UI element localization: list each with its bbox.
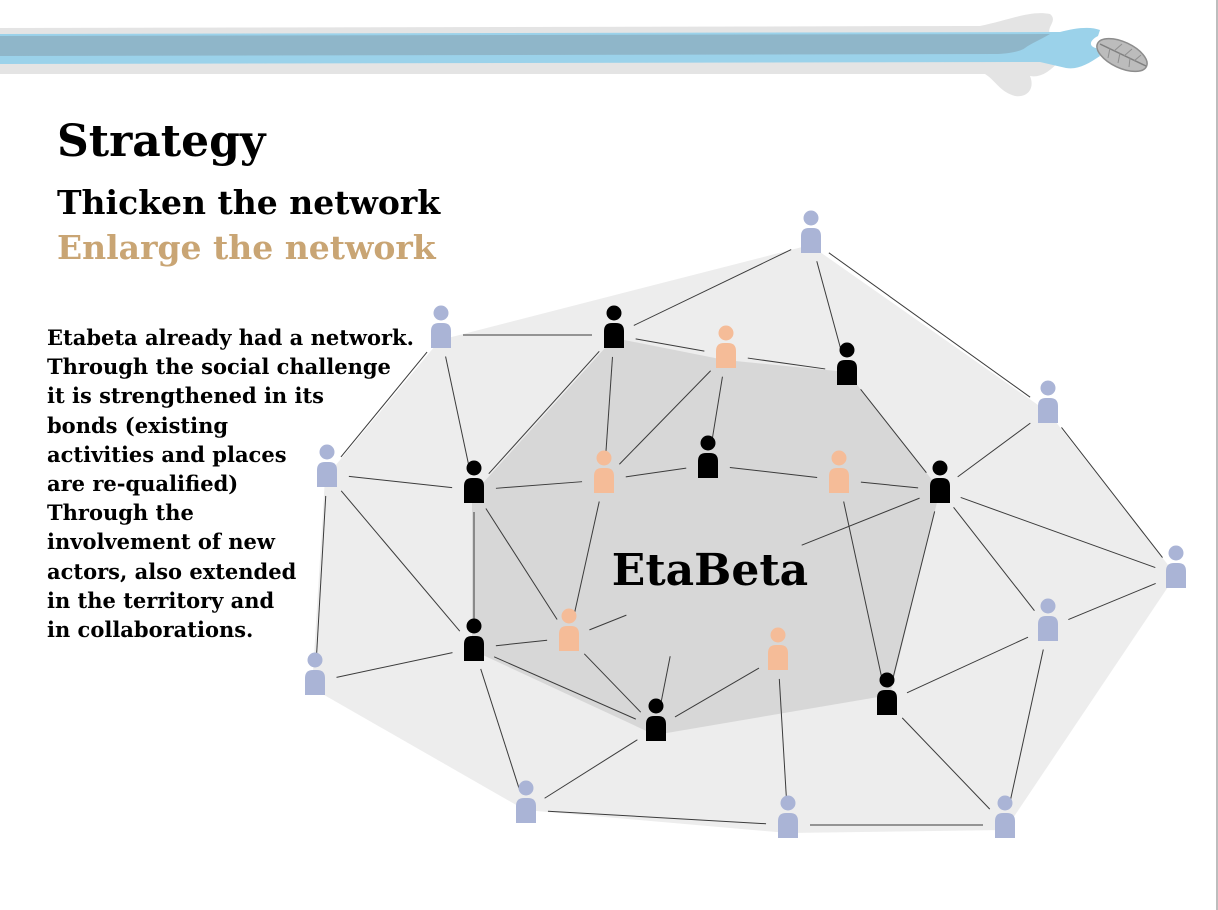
network-link bbox=[348, 475, 453, 489]
body-line: it is strengthened in its bbox=[47, 383, 325, 409]
network-link bbox=[445, 356, 470, 469]
network-link bbox=[729, 467, 818, 478]
network-link bbox=[1009, 649, 1044, 804]
body-line: are re-qualified) bbox=[47, 471, 239, 497]
new-actor-person-icon bbox=[1038, 598, 1058, 641]
network-link bbox=[573, 501, 600, 617]
network-links bbox=[315, 249, 1163, 826]
network-link bbox=[315, 495, 327, 661]
network-link bbox=[957, 422, 1031, 478]
network-link bbox=[495, 481, 583, 489]
banner-stroke-dark bbox=[0, 34, 1050, 56]
existing-actor-person-icon bbox=[837, 342, 857, 385]
existing-actor-person-icon bbox=[930, 460, 950, 503]
requalified-actor-person-icon bbox=[768, 627, 788, 670]
network-link bbox=[960, 496, 1156, 569]
network-link bbox=[659, 656, 671, 707]
subtitle-enlarge: Enlarge the network bbox=[57, 228, 436, 267]
body-paragraph: Etabeta already had a network. Through t… bbox=[47, 323, 427, 644]
existing-actor-person-icon bbox=[464, 460, 484, 503]
existing-actor-person-icon bbox=[698, 435, 718, 478]
body-line: in collaborations. bbox=[47, 617, 254, 643]
header-banner bbox=[0, 13, 1148, 97]
network-link bbox=[633, 249, 792, 326]
body-line: bonds (existing bbox=[47, 412, 229, 438]
network-link bbox=[495, 639, 548, 647]
network-link bbox=[816, 261, 842, 351]
network-link bbox=[747, 357, 826, 370]
network-link bbox=[1061, 427, 1163, 558]
new-actor-person-icon bbox=[305, 652, 325, 695]
network-link bbox=[860, 388, 927, 474]
network-link bbox=[674, 667, 760, 718]
body-line: in the territory and bbox=[47, 587, 275, 613]
network-link bbox=[625, 467, 687, 478]
requalified-actor-person-icon bbox=[559, 608, 579, 651]
network-link bbox=[488, 350, 600, 475]
network-actors bbox=[305, 210, 1186, 838]
network-link bbox=[619, 370, 711, 465]
body-line: Etabeta already had a network. bbox=[47, 325, 414, 350]
new-actor-person-icon bbox=[778, 795, 798, 838]
subtitle-thicken: Thicken the network bbox=[57, 183, 441, 222]
slide-right-border bbox=[1216, 0, 1218, 910]
body-line: Through the bbox=[47, 500, 194, 526]
network-link bbox=[901, 717, 991, 810]
network-link bbox=[711, 376, 723, 444]
network-link bbox=[480, 668, 520, 790]
slide-title: Strategy bbox=[57, 116, 266, 167]
network-link bbox=[778, 678, 788, 804]
network-link bbox=[891, 511, 936, 681]
network-link bbox=[544, 739, 638, 799]
leaf-icon bbox=[1096, 37, 1148, 73]
network-link bbox=[547, 810, 767, 825]
network-link bbox=[843, 501, 883, 681]
body-line: involvement of new bbox=[47, 529, 275, 555]
network-link bbox=[605, 356, 613, 459]
network-link bbox=[906, 636, 1029, 694]
network-link bbox=[860, 481, 919, 489]
existing-actor-person-icon bbox=[464, 618, 484, 661]
new-actor-person-icon bbox=[1166, 545, 1186, 588]
network-link bbox=[336, 652, 453, 678]
network-link bbox=[1068, 582, 1156, 621]
network-link bbox=[589, 614, 627, 631]
body-line: Through the social challenge bbox=[47, 354, 391, 380]
new-actor-person-icon bbox=[801, 210, 821, 253]
network-link bbox=[485, 508, 558, 620]
existing-actor-person-icon bbox=[877, 672, 897, 715]
body-line: activities and places bbox=[47, 441, 287, 467]
center-label: EtaBeta bbox=[612, 545, 808, 596]
new-actor-person-icon bbox=[317, 444, 337, 487]
network-link bbox=[340, 490, 461, 632]
inner-network-area bbox=[472, 338, 940, 735]
new-actor-person-icon bbox=[431, 305, 451, 348]
requalified-actor-person-icon bbox=[594, 450, 614, 493]
body-line: actors, also extended bbox=[47, 558, 297, 584]
existing-actor-person-icon bbox=[604, 305, 624, 348]
existing-actor-person-icon bbox=[646, 698, 666, 741]
new-actor-person-icon bbox=[1038, 380, 1058, 423]
network-link bbox=[828, 252, 1031, 398]
network-link bbox=[635, 338, 705, 352]
requalified-actor-person-icon bbox=[829, 450, 849, 493]
requalified-actor-person-icon bbox=[716, 325, 736, 368]
network-link bbox=[493, 656, 637, 720]
network-link bbox=[953, 507, 1035, 611]
network-link bbox=[340, 351, 428, 458]
network-link bbox=[801, 497, 920, 546]
new-actor-person-icon bbox=[516, 780, 536, 823]
network-link bbox=[583, 653, 642, 713]
new-actor-person-icon bbox=[995, 795, 1015, 838]
